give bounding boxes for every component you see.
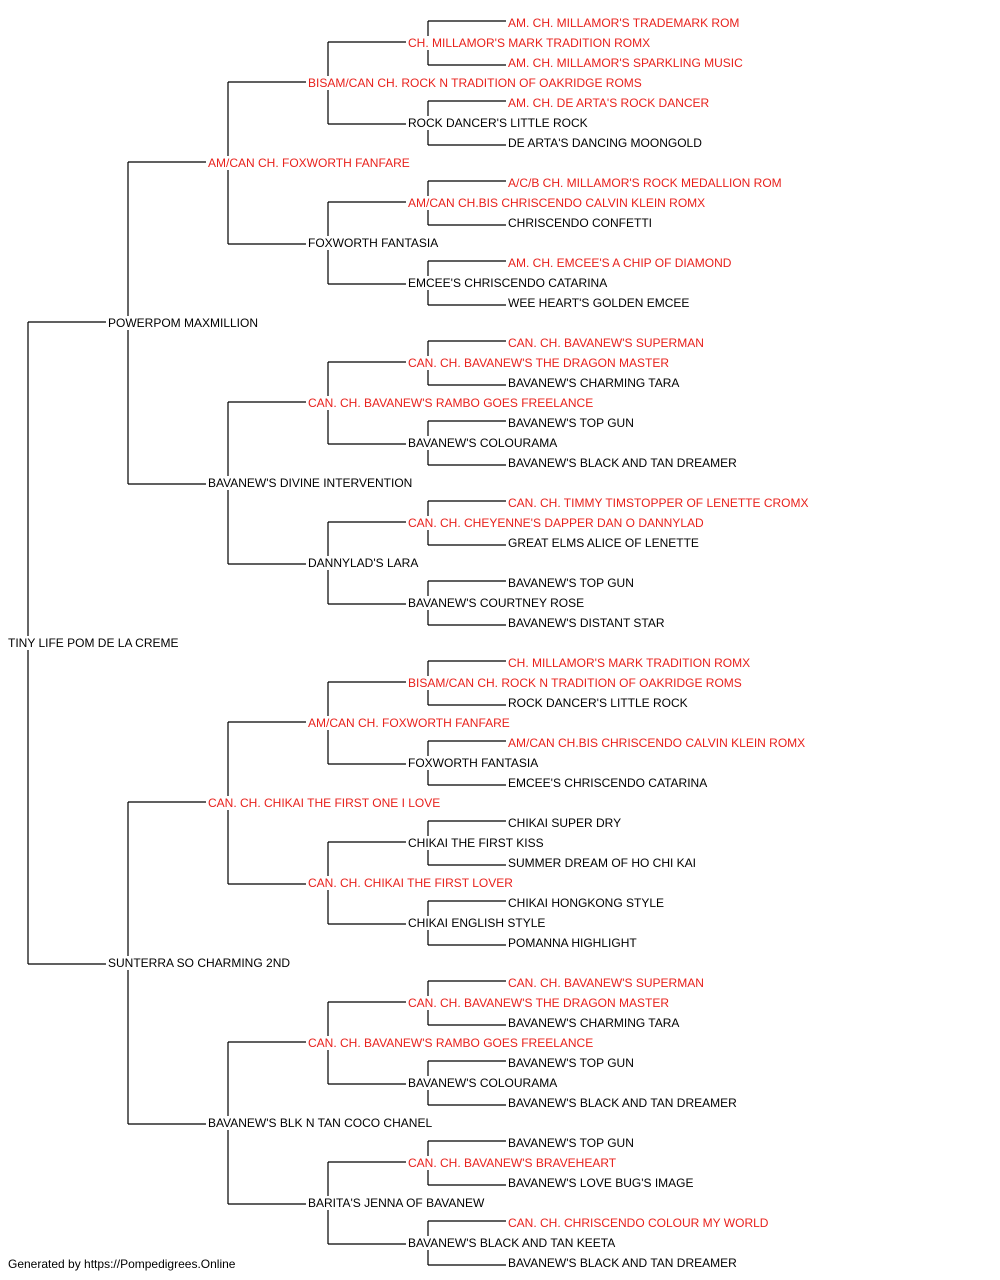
pedigree-node-gen5: BAVANEW'S CHARMING TARA xyxy=(508,1016,681,1030)
pedigree-node-gen4: BISAM/CAN CH. ROCK N TRADITION OF OAKRID… xyxy=(408,676,743,690)
pedigree-node-gen5: POMANNA HIGHLIGHT xyxy=(508,936,638,950)
pedigree-node-gen2: BAVANEW'S BLK N TAN COCO CHANEL xyxy=(208,1116,434,1130)
pedigree-node-gen5: A/C/B CH. MILLAMOR'S ROCK MEDALLION ROM xyxy=(508,176,783,190)
pedigree-node-gen4: CHIKAI ENGLISH STYLE xyxy=(408,916,547,930)
pedigree-node-gen3: BISAM/CAN CH. ROCK N TRADITION OF OAKRID… xyxy=(308,76,643,90)
pedigree-node-gen2: AM/CAN CH. FOXWORTH FANFARE xyxy=(208,156,411,170)
pedigree-node-gen4: CAN. CH. BAVANEW'S THE DRAGON MASTER xyxy=(408,996,670,1010)
pedigree-node-gen5: BAVANEW'S LOVE BUG'S IMAGE xyxy=(508,1176,695,1190)
pedigree-node-gen5: CHRISCENDO CONFETTI xyxy=(508,216,653,230)
pedigree-node-gen5: CAN. CH. TIMMY TIMSTOPPER OF LENETTE CRO… xyxy=(508,496,810,510)
pedigree-node-gen3: FOXWORTH FANTASIA xyxy=(308,236,440,250)
pedigree-node-gen5: BAVANEW'S TOP GUN xyxy=(508,1136,635,1150)
pedigree-node-gen4: CAN. CH. BAVANEW'S BRAVEHEART xyxy=(408,1156,618,1170)
pedigree-node-gen5: CAN. CH. CHRISCENDO COLOUR MY WORLD xyxy=(508,1216,770,1230)
pedigree-node-gen2: CAN. CH. CHIKAI THE FIRST ONE I LOVE xyxy=(208,796,442,810)
pedigree-node-gen4: FOXWORTH FANTASIA xyxy=(408,756,540,770)
pedigree-node-gen5: CHIKAI SUPER DRY xyxy=(508,816,623,830)
pedigree-node-gen5: ROCK DANCER'S LITTLE ROCK xyxy=(508,696,689,710)
pedigree-node-gen5: CAN. CH. BAVANEW'S SUPERMAN xyxy=(508,976,705,990)
pedigree-node-gen3: CAN. CH. BAVANEW'S RAMBO GOES FREELANCE xyxy=(308,1036,595,1050)
pedigree-node-gen5: CHIKAI HONGKONG STYLE xyxy=(508,896,666,910)
pedigree-node-gen5: WEE HEART'S GOLDEN EMCEE xyxy=(508,296,691,310)
pedigree-node-gen5: AM. CH. MILLAMOR'S SPARKLING MUSIC xyxy=(508,56,744,70)
footer-credit: Generated by https://Pompedigrees.Online xyxy=(8,1257,236,1271)
pedigree-node-gen5: AM/CAN CH.BIS CHRISCENDO CALVIN KLEIN RO… xyxy=(508,736,807,750)
subject-dog-name: TINY LIFE POM DE LA CREME xyxy=(8,636,180,650)
pedigree-node-gen4: BAVANEW'S COURTNEY ROSE xyxy=(408,596,586,610)
pedigree-node-gen5: AM. CH. MILLAMOR'S TRADEMARK ROM xyxy=(508,16,741,30)
pedigree-node-gen4: AM/CAN CH.BIS CHRISCENDO CALVIN KLEIN RO… xyxy=(408,196,707,210)
pedigree-node-gen5: BAVANEW'S BLACK AND TAN DREAMER xyxy=(508,1256,738,1270)
pedigree-node-gen4: BAVANEW'S COLOURAMA xyxy=(408,1076,559,1090)
pedigree-node-gen5: AM. CH. DE ARTA'S ROCK DANCER xyxy=(508,96,711,110)
pedigree-node-gen5: EMCEE'S CHRISCENDO CATARINA xyxy=(508,776,709,790)
pedigree-node-gen4: CAN. CH. CHEYENNE'S DAPPER DAN O DANNYLA… xyxy=(408,516,705,530)
pedigree-node-gen5: BAVANEW'S BLACK AND TAN DREAMER xyxy=(508,1096,738,1110)
pedigree-node-gen3: BARITA'S JENNA OF BAVANEW xyxy=(308,1196,486,1210)
pedigree-node-gen5: BAVANEW'S DISTANT STAR xyxy=(508,616,666,630)
pedigree-node-gen5: CH. MILLAMOR'S MARK TRADITION ROMX xyxy=(508,656,752,670)
pedigree-node-gen5: BAVANEW'S BLACK AND TAN DREAMER xyxy=(508,456,738,470)
pedigree-node-gen1: SUNTERRA SO CHARMING 2ND xyxy=(108,956,292,970)
pedigree-node-gen4: EMCEE'S CHRISCENDO CATARINA xyxy=(408,276,609,290)
pedigree-node-gen5: BAVANEW'S TOP GUN xyxy=(508,416,635,430)
pedigree-node-gen3: CAN. CH. CHIKAI THE FIRST LOVER xyxy=(308,876,514,890)
pedigree-node-gen4: BAVANEW'S BLACK AND TAN KEETA xyxy=(408,1236,617,1250)
pedigree-node-gen5: SUMMER DREAM OF HO CHI KAI xyxy=(508,856,698,870)
pedigree-node-gen2: BAVANEW'S DIVINE INTERVENTION xyxy=(208,476,414,490)
pedigree-node-gen4: CHIKAI THE FIRST KISS xyxy=(408,836,545,850)
pedigree-node-gen4: ROCK DANCER'S LITTLE ROCK xyxy=(408,116,589,130)
pedigree-node-gen5: AM. CH. EMCEE'S A CHIP OF DIAMOND xyxy=(508,256,733,270)
pedigree-node-gen5: BAVANEW'S CHARMING TARA xyxy=(508,376,681,390)
pedigree-node-gen4: CH. MILLAMOR'S MARK TRADITION ROMX xyxy=(408,36,652,50)
pedigree-node-gen5: BAVANEW'S TOP GUN xyxy=(508,1056,635,1070)
pedigree-node-gen5: CAN. CH. BAVANEW'S SUPERMAN xyxy=(508,336,705,350)
pedigree-node-gen4: CAN. CH. BAVANEW'S THE DRAGON MASTER xyxy=(408,356,670,370)
pedigree-node-gen3: DANNYLAD'S LARA xyxy=(308,556,420,570)
pedigree-node-gen1: POWERPOM MAXMILLION xyxy=(108,316,260,330)
pedigree-node-gen3: AM/CAN CH. FOXWORTH FANFARE xyxy=(308,716,511,730)
pedigree-node-gen5: BAVANEW'S TOP GUN xyxy=(508,576,635,590)
pedigree-node-gen3: CAN. CH. BAVANEW'S RAMBO GOES FREELANCE xyxy=(308,396,595,410)
pedigree-node-gen5: GREAT ELMS ALICE OF LENETTE xyxy=(508,536,700,550)
pedigree-node-gen5: DE ARTA'S DANCING MOONGOLD xyxy=(508,136,703,150)
pedigree-node-gen4: BAVANEW'S COLOURAMA xyxy=(408,436,559,450)
